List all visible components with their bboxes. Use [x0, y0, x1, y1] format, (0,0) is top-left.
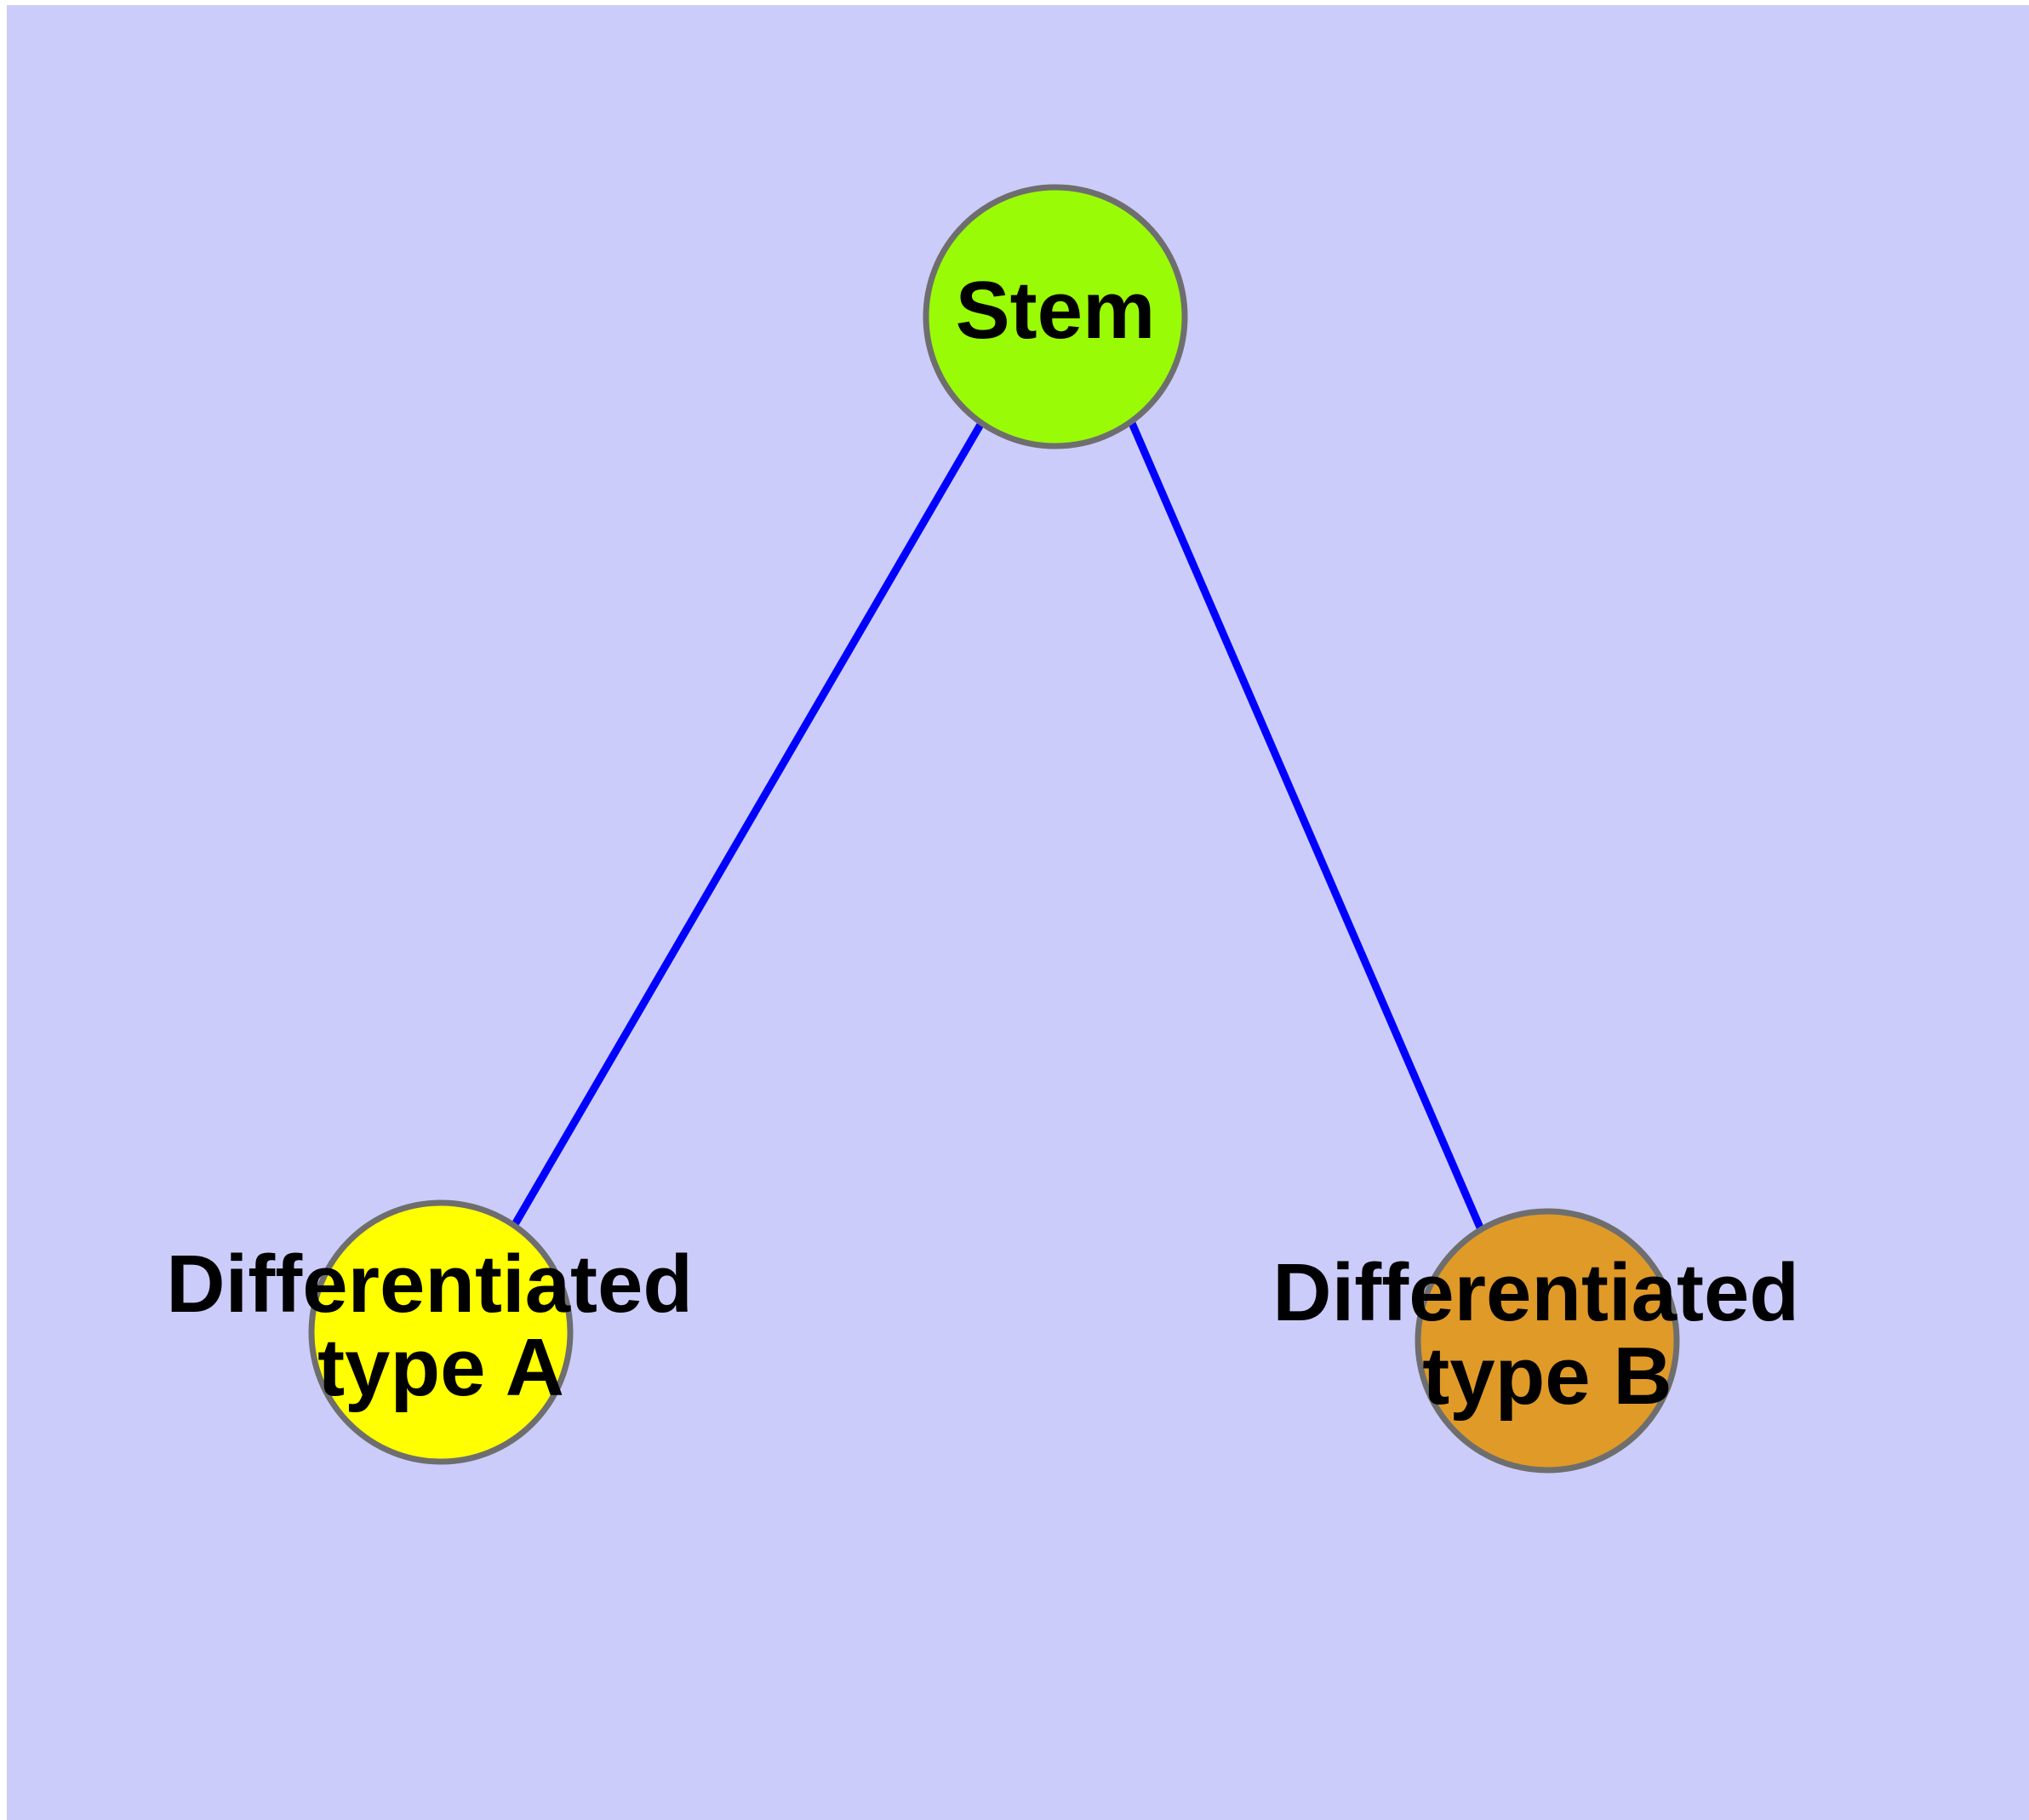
- node-differentiated-type-a-label: Differentiated type A: [166, 1239, 715, 1413]
- node-stem[interactable]: Stem: [923, 184, 1188, 449]
- node-stem-circle[interactable]: [923, 184, 1188, 449]
- node-stem-label-line-1: Stem: [956, 265, 1156, 356]
- node-differentiated-type-a[interactable]: Differentiated type A: [166, 1199, 715, 1465]
- edge-layer: [511, 421, 1484, 1229]
- node-differentiated-type-a-label-line-1: Differentiated: [166, 1239, 693, 1330]
- node-differentiated-type-a-circle[interactable]: [308, 1199, 574, 1465]
- node-differentiated-type-a-label-line-2: type A: [317, 1322, 564, 1413]
- edge-stem-to-differentiated-type-b[interactable]: [1128, 421, 1484, 1229]
- node-layer: Stem Differentiated type A Differentiate…: [166, 184, 1821, 1474]
- node-differentiated-type-b-label-line-2: type B: [1422, 1331, 1672, 1422]
- node-differentiated-type-b-label-line-1: Differentiated: [1272, 1247, 1799, 1338]
- node-stem-label: Stem: [956, 265, 1156, 356]
- node-differentiated-type-b-circle[interactable]: [1415, 1208, 1680, 1474]
- edge-stem-to-differentiated-type-a[interactable]: [511, 421, 985, 1228]
- node-differentiated-type-b[interactable]: Differentiated type B: [1272, 1208, 1821, 1474]
- node-differentiated-type-b-label: Differentiated type B: [1272, 1247, 1821, 1422]
